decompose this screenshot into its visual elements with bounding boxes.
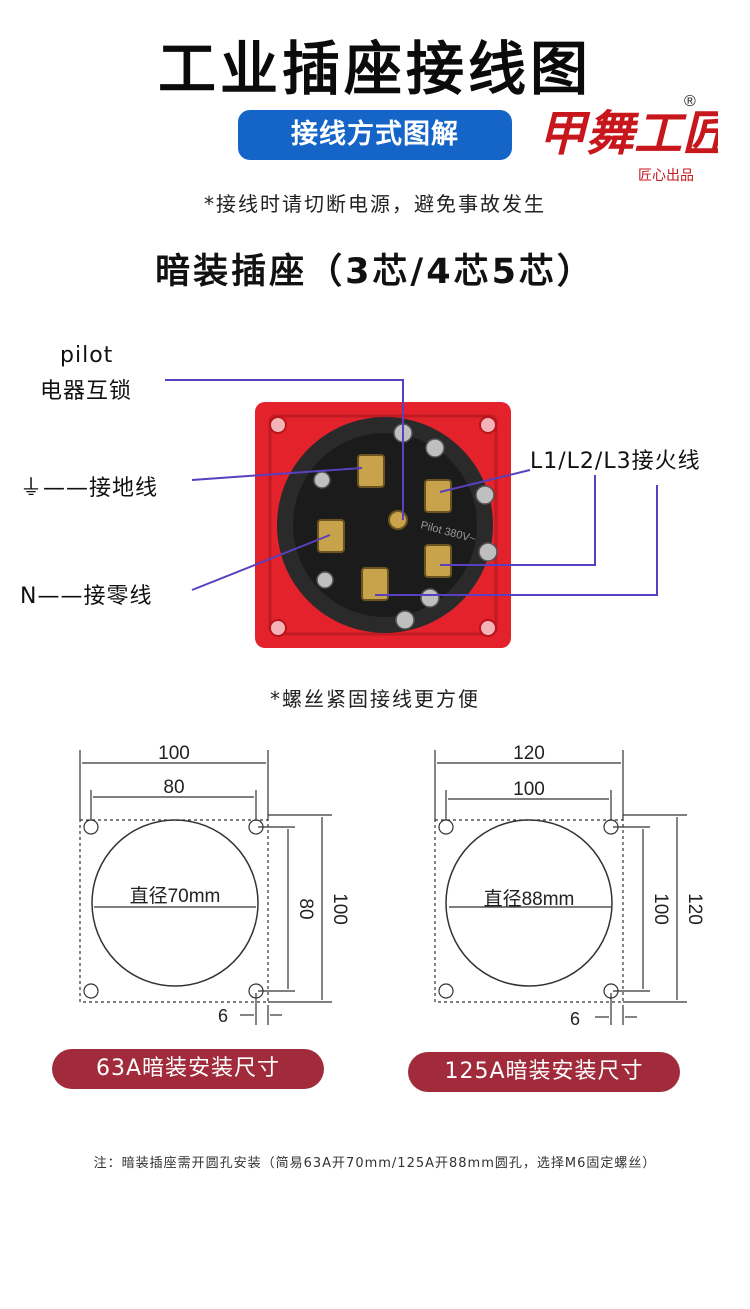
inner-width-label: 100 (513, 779, 545, 800)
interlock-label: 电器互锁 (40, 379, 133, 404)
phase-label: L1/L2/L3接火线 (530, 449, 701, 474)
installation-footnote: 注：暗装插座需开圆孔安装（简易63A开70mm/125A开88mm圆孔，选择M6… (93, 1156, 657, 1171)
ground-label: ⏚——接地线 (20, 476, 159, 501)
outer-width-label: 100 (158, 743, 190, 764)
mount-hole (479, 619, 497, 637)
wiring-illustration: Pilot 380V~ (0, 330, 750, 670)
mount-hole (479, 416, 497, 434)
registered-mark: ® (684, 93, 696, 110)
outer-width-label: 120 (513, 743, 545, 764)
page-title: 工业插座接线图 (157, 35, 592, 103)
brand-logo-sub: 匠心出品 (638, 167, 694, 183)
terminal-neutral (317, 519, 345, 553)
pilot-label: pilot (60, 343, 114, 368)
dimension-drawing-125a: 120 100 直径88mm 100 120 6 (415, 735, 705, 1035)
terminal-ground (361, 567, 389, 601)
mount-hole (269, 619, 287, 637)
inner-height-label: 100 (650, 893, 671, 925)
screw-note: *螺丝紧固接线更方便 (270, 687, 480, 711)
dimension-drawing-63a: 100 80 直径70mm 80 100 6 (60, 735, 350, 1035)
section-subtitle: 暗装插座（3芯/4芯5芯） (155, 252, 595, 292)
offset-label: 6 (218, 1006, 228, 1026)
brand-logo-text: 甲舞工匠 (538, 108, 718, 161)
diameter-label: 直径88mm (484, 888, 575, 910)
terminal-l1 (357, 454, 385, 488)
inner-height-label: 80 (295, 898, 316, 919)
caption-125a: 125A暗装安装尺寸 (408, 1052, 680, 1092)
outer-height-label: 120 (684, 893, 705, 925)
ground-icon: ⏚ (20, 476, 44, 501)
wiring-guide-label: 接线方式图解 (238, 110, 512, 160)
terminal-l2 (424, 479, 452, 513)
offset-label: 6 (570, 1009, 580, 1029)
terminal-l3 (424, 544, 452, 578)
inner-width-label: 80 (163, 777, 184, 798)
outer-height-label: 100 (329, 893, 350, 925)
pilot-terminal (388, 510, 408, 530)
safety-notice: *接线时请切断电源，避免事故发生 (204, 192, 546, 216)
diameter-label: 直径70mm (130, 885, 221, 907)
brand-logo: 甲舞工匠 匠心出品 ® (538, 88, 737, 188)
mount-hole (269, 416, 287, 434)
neutral-label: N——接零线 (20, 584, 153, 609)
caption-63a: 63A暗装安装尺寸 (52, 1049, 324, 1089)
leader-lines (165, 379, 658, 596)
